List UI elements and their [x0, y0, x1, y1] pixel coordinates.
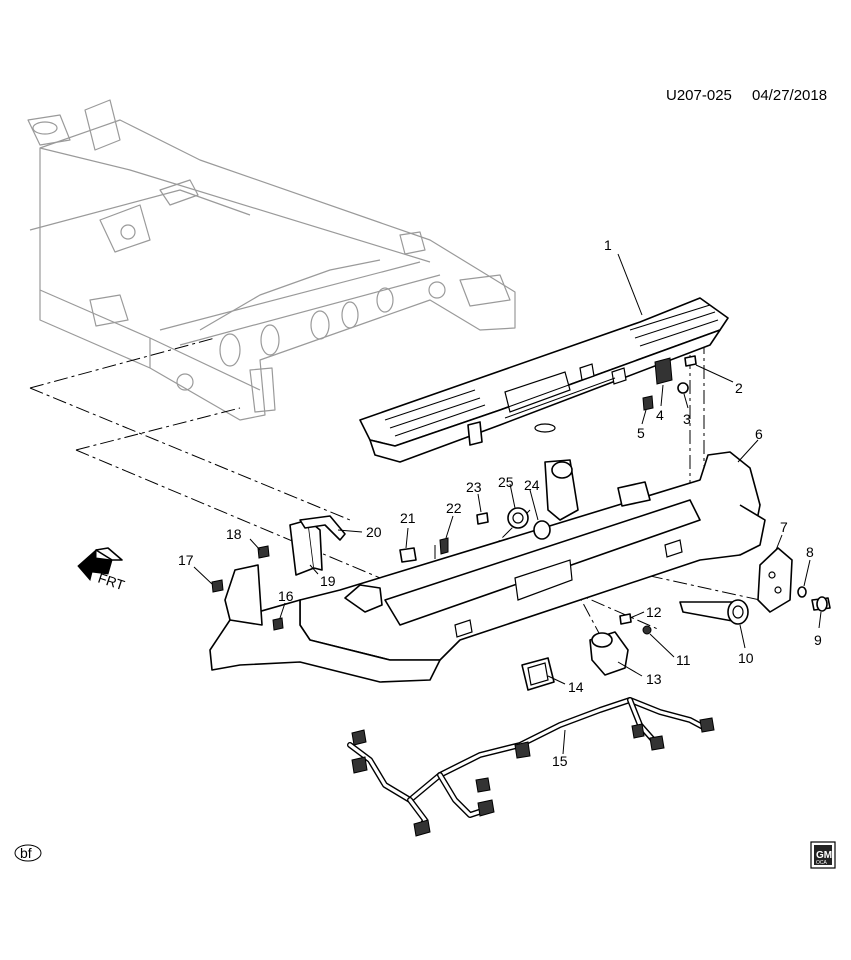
callout-labels: 1 2 3 4 5 6 7 8 9 10 11 12 13 14 15 16 1…	[178, 237, 822, 769]
callout-21: 21	[400, 510, 416, 526]
callout-24: 24	[524, 477, 540, 493]
callout-4: 4	[656, 407, 664, 423]
callout-16: 16	[278, 588, 294, 604]
part-14-connector-bezel	[521, 657, 555, 691]
gm-logo: GM OCA	[810, 841, 836, 869]
callout-25: 25	[498, 474, 514, 490]
callout-14: 14	[568, 679, 584, 695]
callout-22: 22	[446, 500, 462, 516]
callout-6: 6	[755, 426, 763, 442]
step-pad-ribs-right	[629, 304, 719, 347]
part-15-wiring-harness	[347, 697, 715, 837]
artist-mark-text: bf	[20, 845, 32, 861]
step-pad-ribs-center	[499, 369, 616, 419]
step-pad-ribs-left	[384, 389, 486, 437]
part-24-ring	[533, 520, 551, 540]
callout-23: 23	[466, 479, 482, 495]
part-5-retainer	[642, 395, 654, 411]
part-10-hitch-sleeve	[679, 599, 749, 625]
callout-7: 7	[780, 519, 788, 535]
part-23-clip	[476, 512, 489, 525]
callout-10: 10	[738, 650, 754, 666]
callout-13: 13	[646, 671, 662, 687]
callout-5: 5	[637, 425, 645, 441]
part-2-clip	[684, 355, 697, 367]
illustration-date: 04/27/2018	[752, 87, 827, 104]
vehicle-frame	[27, 99, 516, 421]
gm-logo-text: GM	[816, 850, 832, 861]
part-16-bolt	[272, 617, 284, 631]
part-25-bezel	[507, 507, 529, 529]
part-7-bracket	[757, 547, 793, 613]
callout-15: 15	[552, 753, 568, 769]
part-13-module	[589, 631, 629, 676]
callout-12: 12	[646, 604, 662, 620]
part-22-bolt	[439, 537, 449, 555]
front-direction-label: FRT	[96, 570, 127, 594]
part-18-bolt	[257, 545, 270, 559]
step-pad-assembly	[359, 297, 729, 463]
illustration-code: U207-025	[666, 87, 732, 104]
gm-logo-subtext: OCA	[816, 860, 828, 866]
part-20-brace	[299, 515, 346, 541]
artist-mark: bf	[14, 844, 42, 862]
front-direction-arrow: FRT	[77, 547, 127, 594]
part-8-washer	[797, 586, 807, 598]
part-9-bolt	[811, 596, 831, 612]
part-12-clip	[619, 613, 632, 625]
callout-20: 20	[366, 524, 382, 540]
callout-19: 19	[320, 573, 336, 589]
rear-bumper-bar	[209, 451, 766, 683]
leader-lines	[193, 253, 822, 755]
callout-3: 3	[683, 411, 691, 427]
callout-11: 11	[676, 652, 691, 668]
part-11-bolt	[642, 625, 652, 635]
callout-17: 17	[178, 552, 194, 568]
callout-18: 18	[226, 526, 242, 542]
callout-8: 8	[806, 544, 814, 560]
callout-1: 1	[604, 237, 612, 253]
callout-2: 2	[735, 380, 743, 396]
part-4-sensor	[654, 357, 673, 385]
part-21-grommet	[399, 547, 417, 563]
part-3-nut	[677, 382, 689, 394]
callout-9: 9	[814, 632, 822, 648]
part-17-bolt	[211, 579, 224, 593]
